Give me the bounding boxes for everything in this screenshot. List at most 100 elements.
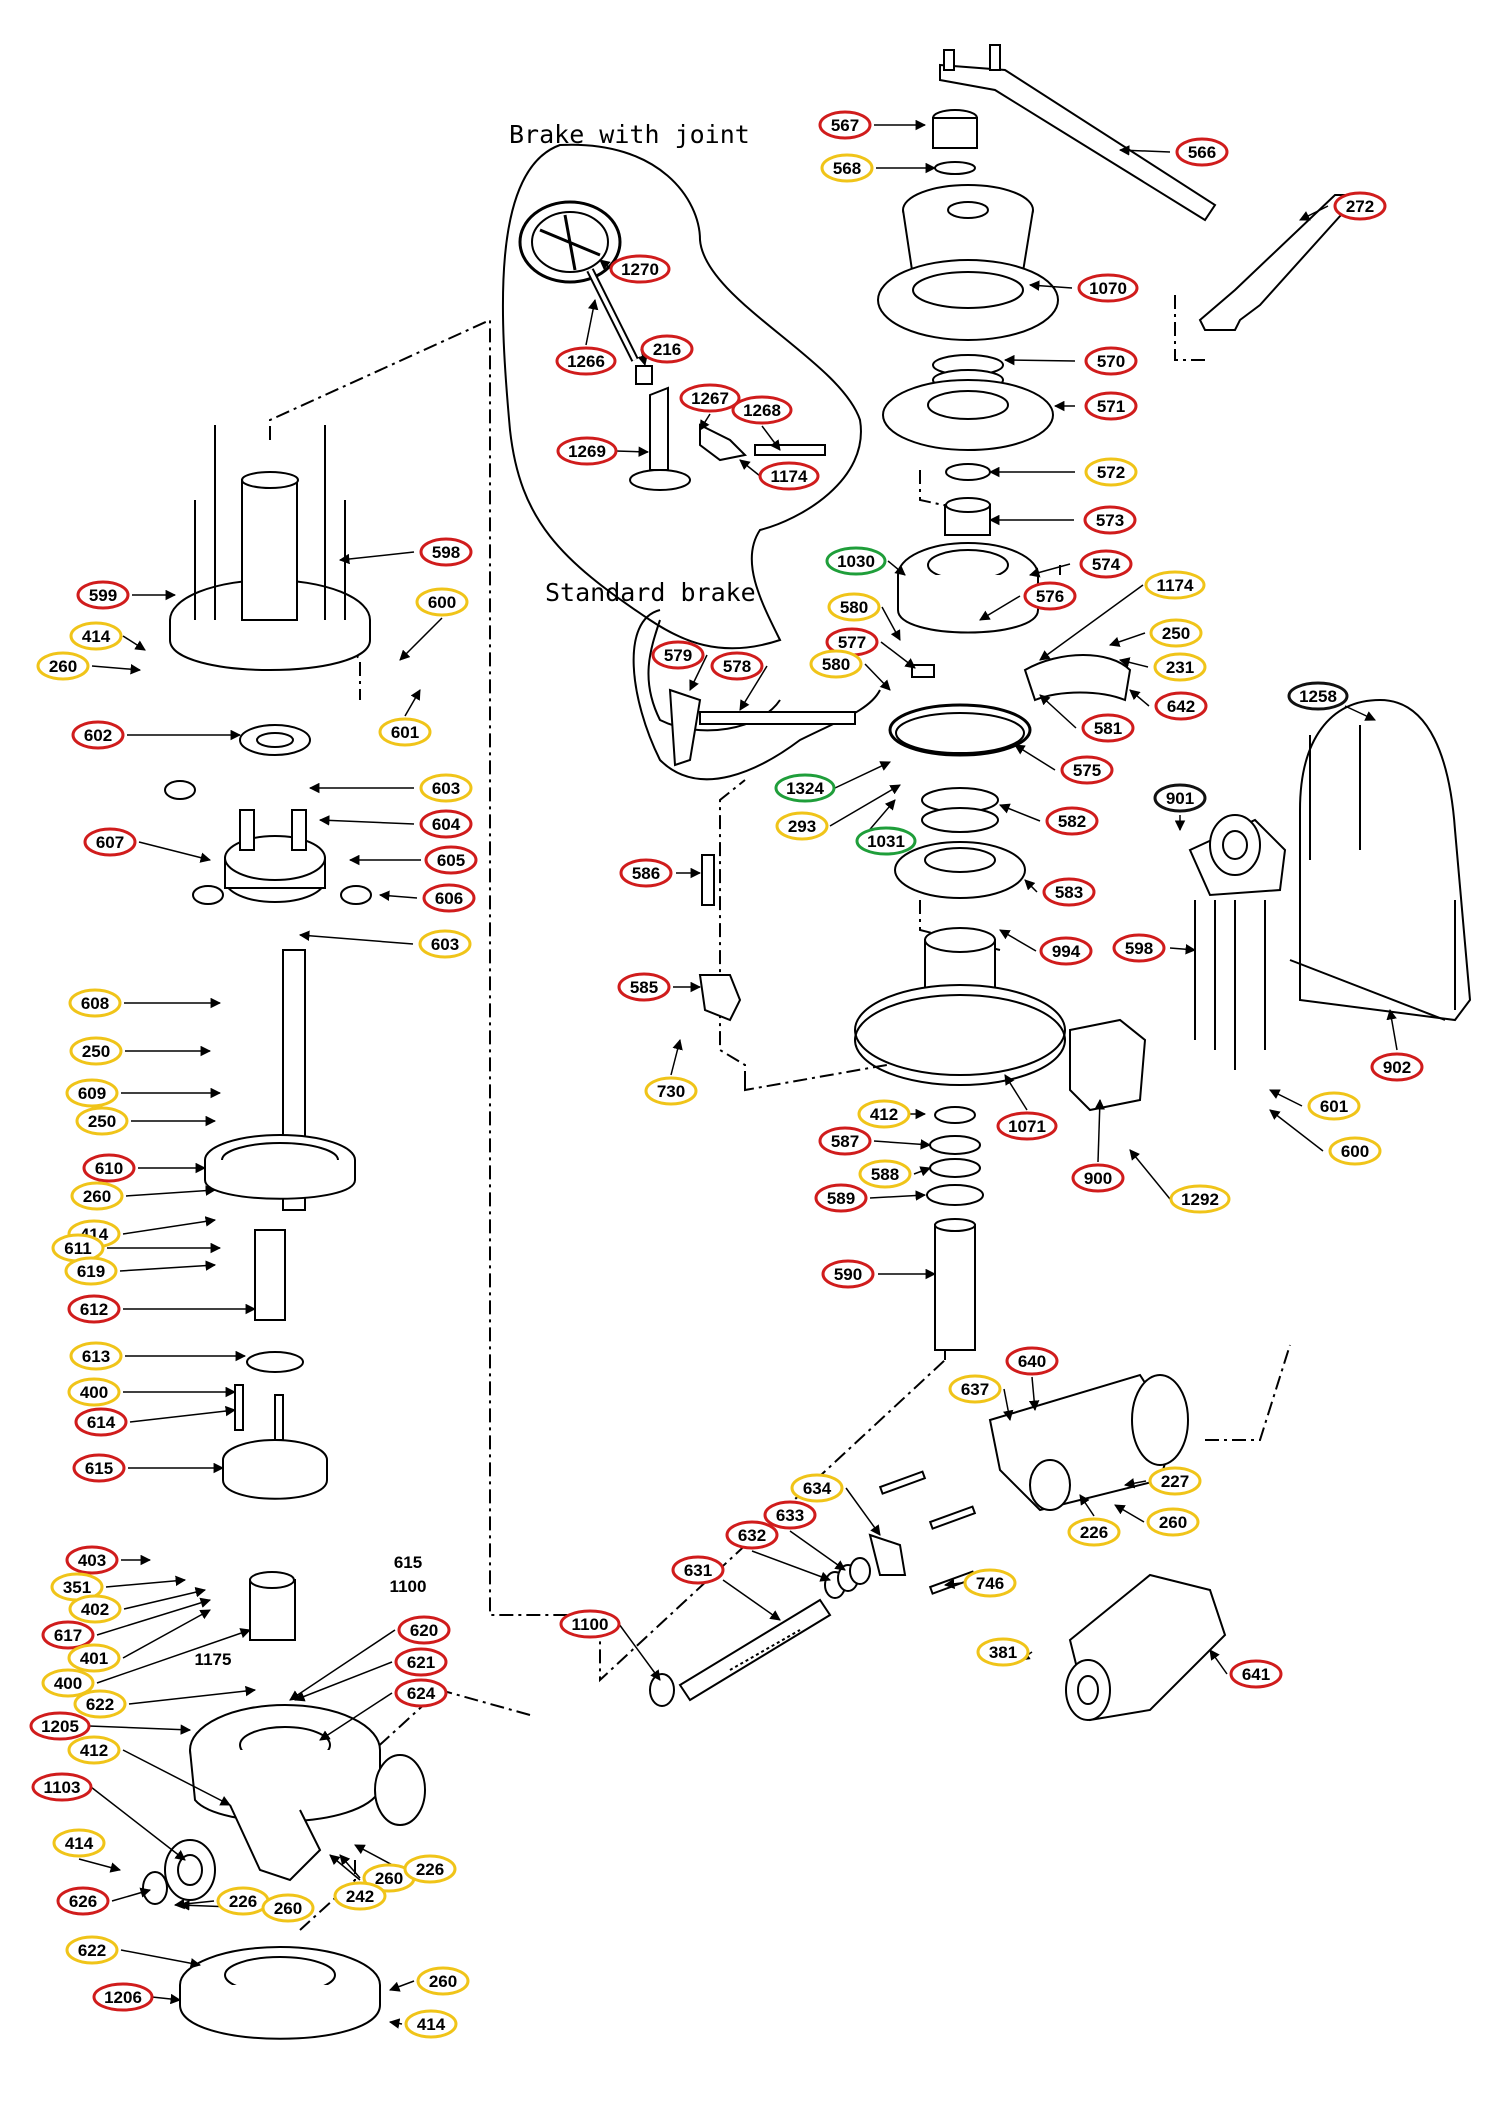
callout-bubble [774,773,836,803]
callout-label: 600 [1341,1142,1369,1161]
callout-567: 567 [818,110,872,140]
callout-bubble [559,1609,621,1639]
callout-bubble [419,773,473,803]
callout-label: 580 [840,598,868,617]
callout-637: 637 [948,1374,1002,1404]
leader-line [120,1949,202,1969]
leader-line [913,1166,931,1177]
callout-bubble [404,2009,458,2039]
leader-line [1028,280,1073,291]
callout-label: 1268 [743,401,781,420]
callout-bubble [419,537,473,567]
callout-566: 566 [1175,137,1229,167]
leader-line [1209,1649,1228,1675]
callout-label: 260 [1159,1513,1187,1532]
callout-216: 216 [640,334,694,364]
label-1100: 1100 [390,1577,427,1596]
leader-line [585,298,599,346]
leader-line [881,606,901,641]
callout-bubble [671,1555,725,1585]
leader-line [1003,1388,1014,1422]
leader-line [887,560,906,576]
callout-label: 626 [69,1892,97,1911]
callout-604: 604 [419,809,473,839]
leader-line [1039,584,1144,661]
callout-613: 613 [69,1341,123,1371]
callout-bubble [814,1183,868,1213]
callout-412: 412 [857,1099,911,1129]
callout-260: 260 [1146,1507,1200,1537]
callout-587: 587 [818,1126,872,1156]
callout-label: 608 [81,994,109,1013]
leader-line [739,459,761,477]
leader-line [298,930,414,945]
callout-label: 1103 [44,1778,81,1797]
callout-bubble [71,720,125,750]
callout-label: 1270 [621,260,659,279]
callout-641: 641 [1229,1659,1283,1689]
callout-bubble [1042,877,1096,907]
callout-bubble [74,1407,128,1437]
callout-bubble [41,1668,95,1698]
callout-label: 566 [1188,143,1216,162]
callout-bubble [809,649,863,679]
callout-label: 568 [833,159,861,178]
callout-624: 624 [394,1678,448,1708]
callout-582: 582 [1045,806,1099,836]
callout-label: 227 [1161,1472,1189,1491]
leader-line [1039,694,1077,729]
callout-bubble [1084,346,1138,376]
callout-572: 572 [1084,457,1138,487]
callout-633: 633 [763,1500,817,1530]
callout-label: 632 [738,1526,766,1545]
callout-1267: 1267 [679,383,741,413]
callout-bubble [65,1545,119,1575]
callout-585: 585 [617,972,671,1002]
leader-line [1386,1008,1398,1051]
callout-label: 730 [657,1082,685,1101]
callout-label: 226 [416,1860,444,1879]
callout-label: 589 [827,1189,855,1208]
callout-589: 589 [814,1183,868,1213]
callout-label: 1031 [867,832,905,851]
leader-line [96,1597,212,1636]
callout-label: 1292 [1181,1190,1219,1209]
callout-label: 293 [788,817,816,836]
callout-598: 598 [419,537,473,567]
callout-1269: 1269 [556,436,618,466]
callout-403: 403 [65,1545,119,1575]
callout-label: 586 [632,864,660,883]
callout-599: 599 [76,580,130,610]
callout-label: 573 [1096,511,1124,530]
callout-bubble [424,845,478,875]
callout-1266: 1266 [555,346,617,376]
brake-with-joint-region: Brake with joint [501,120,862,732]
callout-580: 580 [827,592,881,622]
callout-bubble [69,621,123,651]
callout-bubble [1153,783,1207,813]
callout-label: 609 [78,1084,106,1103]
callout-label: 603 [432,779,460,798]
callout-label: 583 [1055,883,1083,902]
callout-label: 585 [630,978,658,997]
callout-bubble [1144,570,1206,600]
gearbox-parts [142,425,426,2040]
callout-bubble [75,1106,129,1136]
callout-bubble [1071,1163,1125,1193]
callout-label: 403 [78,1551,106,1570]
callout-label: 588 [871,1165,899,1184]
callout-label: 250 [88,1112,116,1131]
callout-574: 574 [1079,549,1133,579]
callout-bubble [92,1982,154,2012]
callout-293: 293 [775,811,829,841]
callout-bubble [1079,549,1133,579]
callout-bubble [619,858,673,888]
callout-242: 242 [333,1881,387,1911]
callout-576: 576 [1023,581,1077,611]
callout-label: 637 [961,1380,989,1399]
callout-bubble [65,1078,119,1108]
leader-line [339,1854,361,1879]
label-1175: 1175 [195,1650,232,1669]
callout-label: 567 [831,116,859,135]
callout-layer: 5675685662721070570571572573574103058057… [29,110,1424,2039]
